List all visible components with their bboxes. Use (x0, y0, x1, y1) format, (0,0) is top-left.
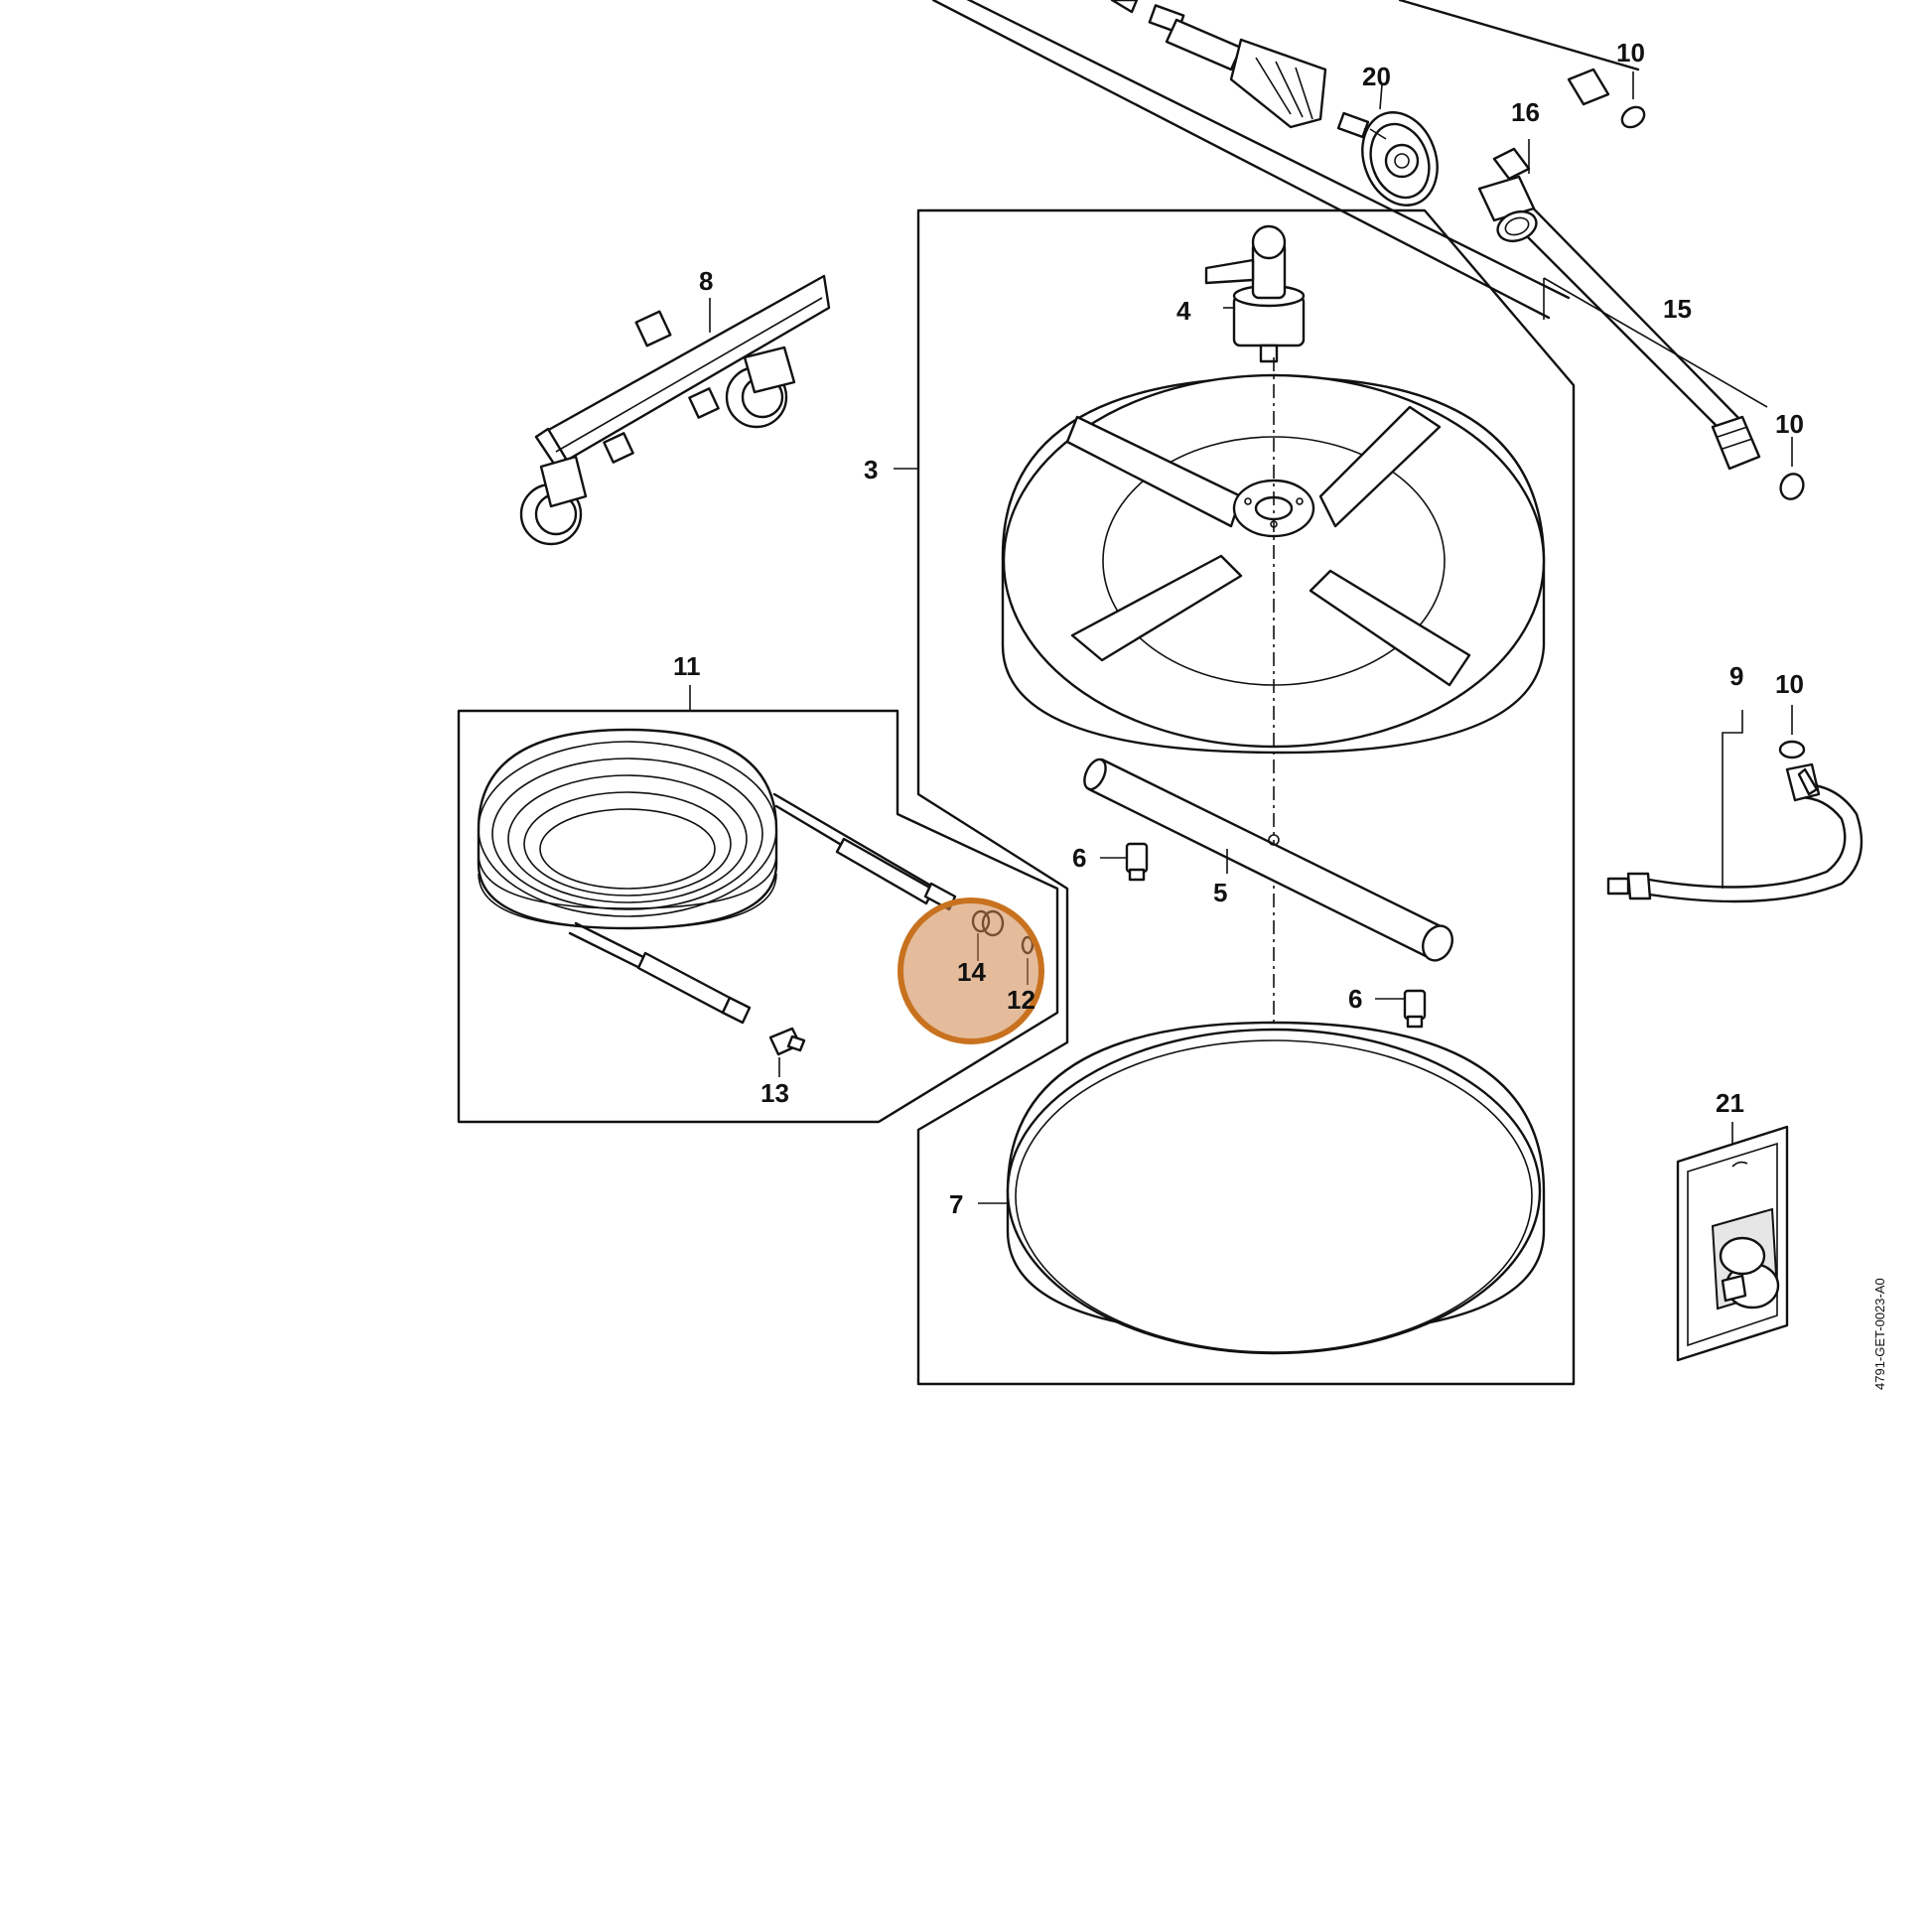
label-15: 15 (1663, 294, 1692, 324)
part-21-package (1676, 1122, 1789, 1362)
part-3-frame (894, 208, 1576, 1386)
label-5: 5 (1213, 878, 1227, 907)
label-20: 20 (1362, 62, 1391, 91)
label-7: 7 (949, 1189, 963, 1219)
highlight-marker (897, 897, 1044, 1044)
part-20-nozzle (1336, 83, 1439, 207)
label-14: 14 (957, 957, 986, 987)
label-3: 3 (864, 455, 878, 484)
part-16-swivel (1477, 139, 1538, 243)
part-9-extension-hose (1606, 705, 1863, 903)
label-13: 13 (760, 1078, 789, 1108)
hose-coil (477, 728, 957, 1025)
label-10-top: 10 (1616, 38, 1645, 68)
drawing-code: 4791-GET-0023-A0 (1872, 1278, 1887, 1390)
label-10-mid: 10 (1775, 409, 1804, 439)
part-7-skirt-ring (978, 1021, 1546, 1355)
part-5-spray-bar (1083, 758, 1453, 962)
spray-lance-lines (931, 0, 1744, 439)
part-8-wash-bar (519, 274, 831, 546)
part-13-adapter (768, 1027, 806, 1077)
part-10-mid (1711, 415, 1805, 500)
part-3-surface-cleaner (1001, 373, 1546, 755)
label-9: 9 (1729, 661, 1743, 691)
part-10-top (1567, 68, 1646, 129)
label-11: 11 (673, 651, 701, 681)
label-16: 16 (1511, 97, 1540, 127)
label-6b: 6 (1348, 984, 1362, 1014)
part-11-hose-frame (457, 685, 1059, 1124)
part-4-swivel-hub (1204, 224, 1306, 363)
label-21: 21 (1716, 1088, 1744, 1118)
part-6-jets (1100, 842, 1427, 1029)
label-6a: 6 (1072, 843, 1086, 873)
label-4: 4 (1176, 296, 1191, 326)
label-8: 8 (699, 266, 713, 296)
nozzle-assembly-top (1110, 0, 1327, 129)
part-15-bracket (1543, 277, 1768, 408)
label-12: 12 (1007, 985, 1035, 1015)
label-10-low: 10 (1775, 669, 1804, 699)
